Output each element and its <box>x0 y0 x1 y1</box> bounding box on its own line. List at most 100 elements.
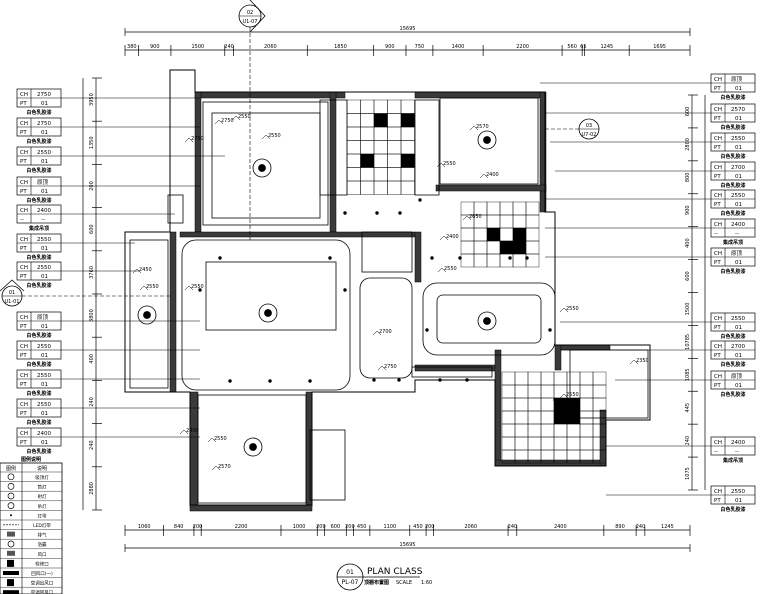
tag-value: 01 <box>41 411 48 417</box>
tag-key: CH <box>20 265 28 271</box>
dimension-value: 380 <box>127 44 137 50</box>
section-sheet: U1-01 <box>4 299 19 305</box>
legend-label: 空调回风口 <box>31 589 54 594</box>
dimension-value: 1500 <box>685 303 691 316</box>
ceiling-height-label: 2700 <box>379 329 392 335</box>
ceiling-light-icon-center <box>483 136 491 144</box>
legend-symbol-icon <box>7 483 15 490</box>
downlight-icon <box>418 198 422 202</box>
tag-key: PT <box>20 324 27 330</box>
tile <box>527 371 542 386</box>
tag-value: 2550 <box>37 373 51 379</box>
legend-header: 说明 <box>37 465 47 472</box>
tile <box>540 410 555 425</box>
ceiling-height-label: 2400 <box>446 234 459 240</box>
downlight-icon <box>397 378 401 382</box>
dimension-value: 1075 <box>685 467 691 480</box>
section-number: 01 <box>9 290 15 296</box>
ceiling-height-label: 2550 <box>566 392 579 398</box>
wall-segment <box>189 391 199 508</box>
tag-value: 原顶 <box>731 76 743 83</box>
tag-value: 原顶 <box>731 250 743 257</box>
ceiling-height-marker <box>207 437 217 443</box>
tag-value: 2550 <box>37 344 51 350</box>
wall-segment <box>559 344 611 351</box>
downlight-icon <box>548 328 552 332</box>
tile <box>360 99 375 114</box>
tile <box>501 371 516 386</box>
legend-label: LED灯带 <box>33 522 51 529</box>
legend-label: 风口 <box>38 552 47 558</box>
ceiling-height-marker <box>439 235 449 241</box>
tile <box>373 153 388 168</box>
tile <box>373 99 388 114</box>
ceiling-height-marker <box>559 393 569 399</box>
legend-frame <box>0 462 63 594</box>
tile <box>501 436 516 451</box>
dimension-value: 450 <box>357 524 367 530</box>
tag-key: CH <box>714 77 722 83</box>
ceiling-light-icon-center <box>143 311 151 319</box>
dimension-value: 445 <box>685 403 691 413</box>
tile <box>373 126 388 141</box>
tile <box>514 371 529 386</box>
wall-segment <box>414 91 546 99</box>
tag-value: 01 <box>41 353 48 359</box>
downlight-icon <box>308 379 312 383</box>
tag-key: PT <box>714 325 721 331</box>
ceiling-height-marker <box>211 465 221 471</box>
ceiling-height-label: 2550 <box>268 133 281 139</box>
tag-material: 集成吊顶 <box>722 239 743 246</box>
tile <box>499 214 514 229</box>
tile <box>387 126 402 141</box>
tag-key: CH <box>20 315 28 321</box>
tile <box>373 140 388 155</box>
tag-value: 01 <box>41 382 48 388</box>
tag-key: CH <box>20 402 28 408</box>
tag-value: 2400 <box>731 222 745 228</box>
dimension-value: 240 <box>636 524 646 530</box>
tile <box>501 397 516 412</box>
legend-label: 浴霸 <box>38 541 47 548</box>
dimension-value: 600 <box>685 271 691 281</box>
ceiling-height-marker <box>179 429 189 435</box>
dimension-value: 65 <box>580 44 586 50</box>
ceiling-height-label: 2550 <box>444 266 457 272</box>
ceiling-height-marker <box>214 119 224 125</box>
tile <box>540 371 555 386</box>
tag-key: CH <box>20 373 28 379</box>
tag-key: CH <box>714 489 722 495</box>
tile <box>346 180 361 195</box>
tile <box>566 371 581 386</box>
tag-value: -- <box>735 231 739 237</box>
tag-key: PT <box>20 382 27 388</box>
tag-material: 白色乳胶漆 <box>720 94 745 101</box>
legend-title: 图例说明 <box>21 456 41 463</box>
tile <box>540 384 555 399</box>
tag-value: 01 <box>735 383 742 389</box>
tag-material: 白色乳胶漆 <box>26 332 51 339</box>
dimension-value: 2200 <box>516 44 529 50</box>
wall-segment <box>435 184 547 192</box>
tag-value: 2550 <box>37 402 51 408</box>
tile <box>346 126 361 141</box>
dimension-value: 1085 <box>685 368 691 381</box>
tag-value: 01 <box>735 174 742 180</box>
dimension-value: 10785 <box>685 334 691 350</box>
tag-key: PT <box>714 86 721 92</box>
ceiling-light-icon <box>243 437 263 457</box>
wall-segment <box>494 349 502 466</box>
tile <box>400 140 415 155</box>
tag-value: 2750 <box>37 92 51 98</box>
tag-key: CH <box>714 193 722 199</box>
tile <box>501 423 516 438</box>
chandelier-icon <box>258 303 278 323</box>
tag-material: 白色乳胶漆 <box>26 390 51 397</box>
tag-value: 2750 <box>37 121 51 127</box>
